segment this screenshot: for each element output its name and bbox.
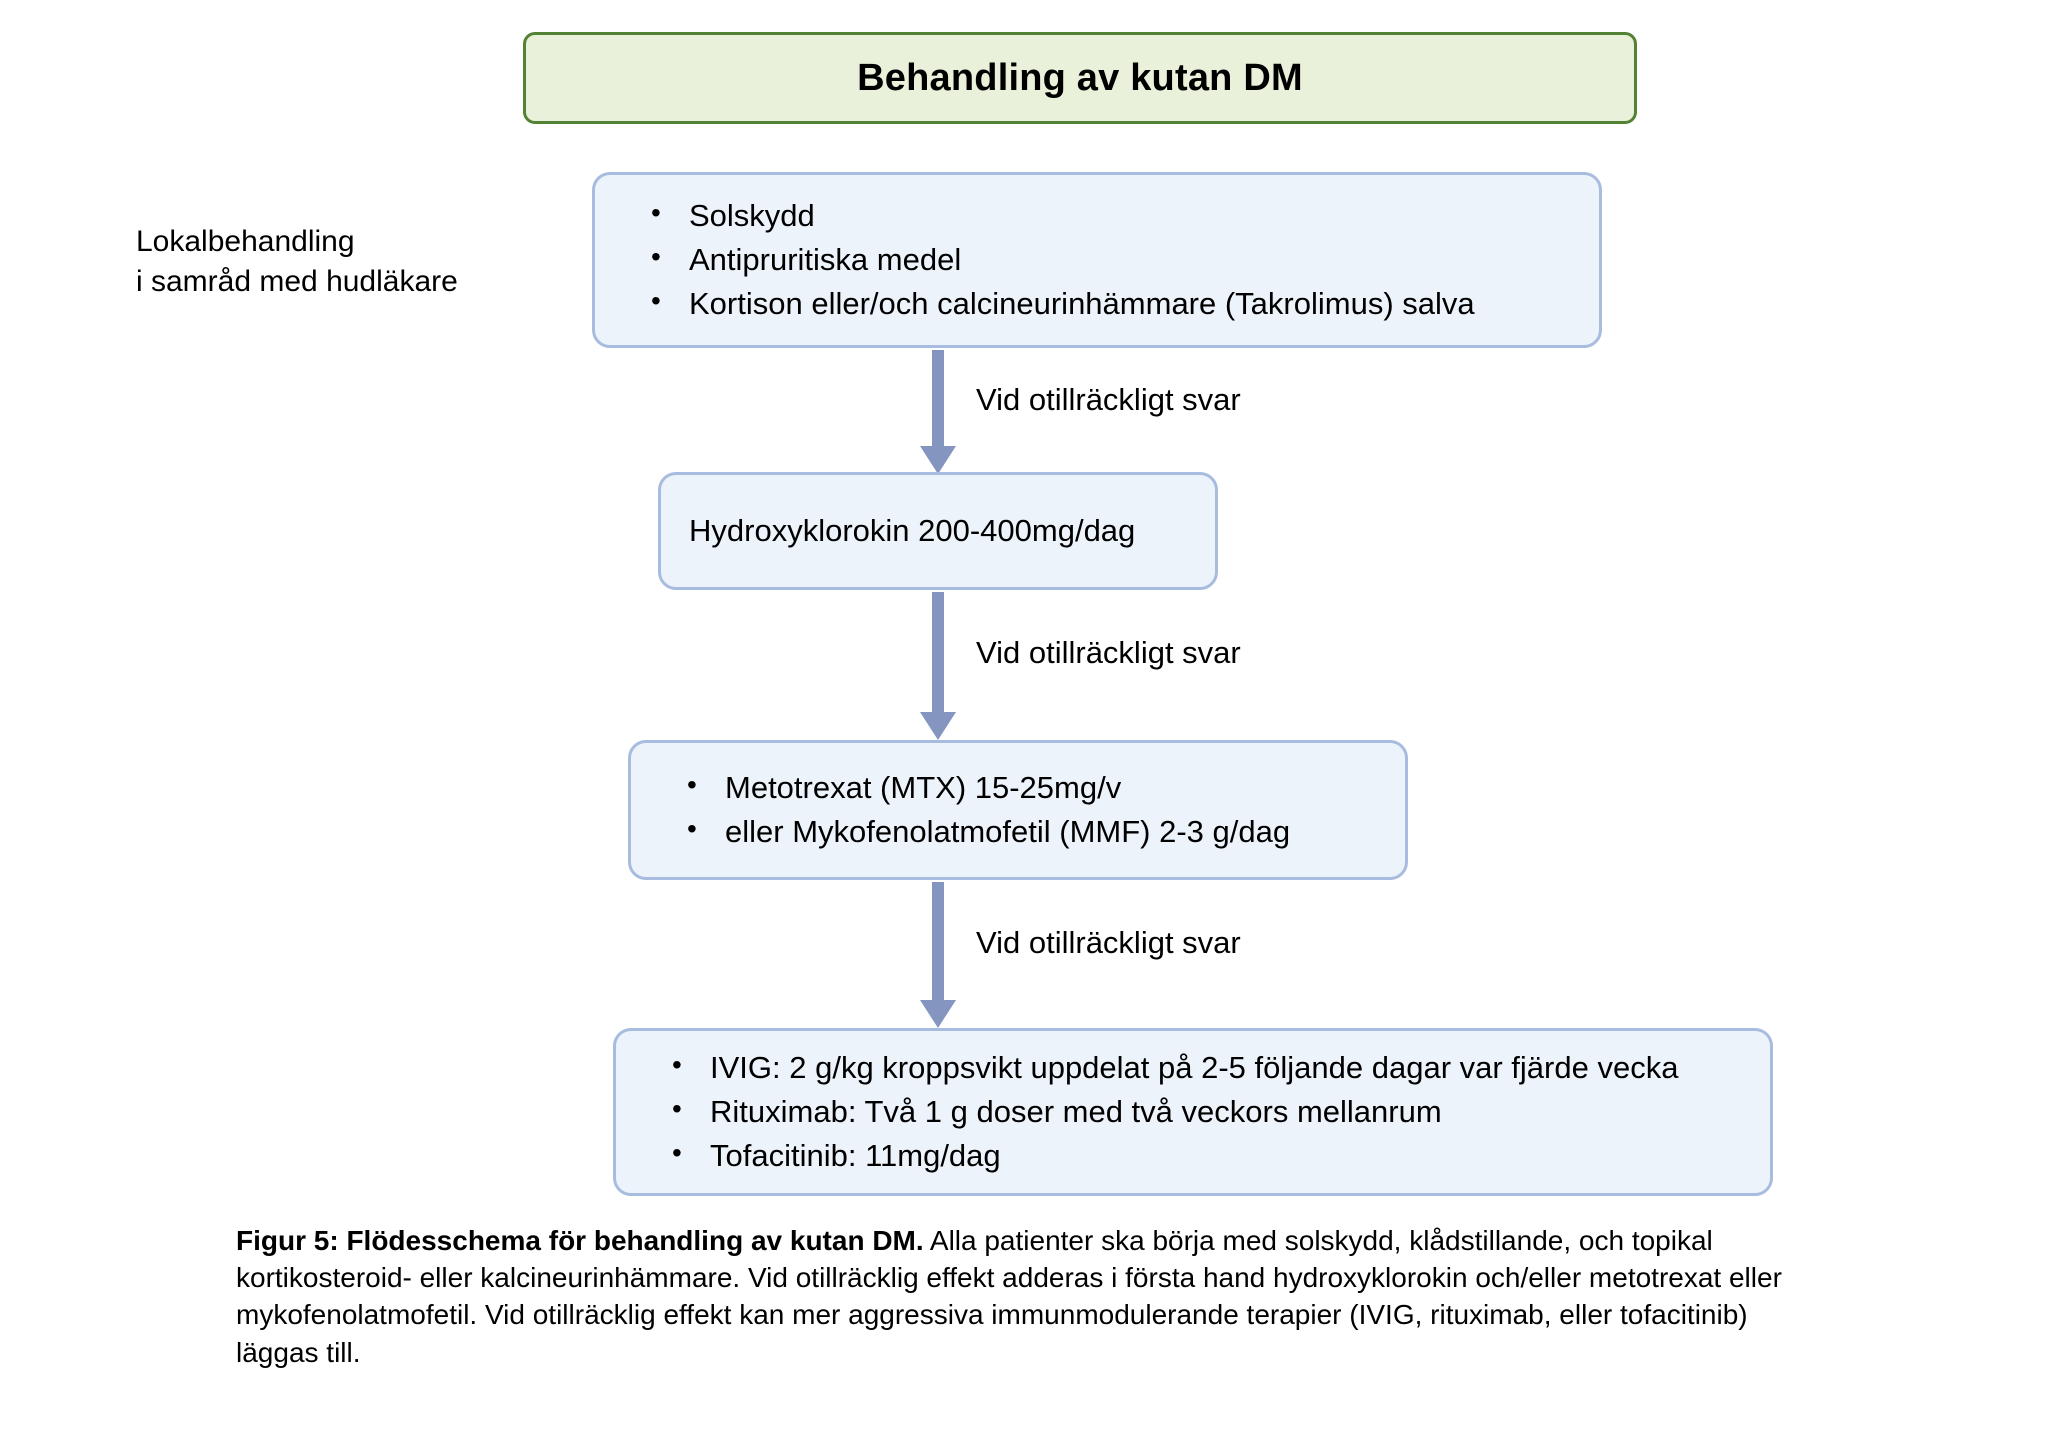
advanced-therapies-list: IVIG: 2 g/kg kroppsvikt uppdelat på 2-5 … <box>616 1045 1770 1178</box>
list-item: Antipruritiska medel <box>651 237 1599 282</box>
list-item: Tofacitinib: 11mg/dag <box>672 1133 1770 1178</box>
side-annotation-line-1: Lokalbehandling <box>136 225 355 258</box>
topical-list: Solskydd Antipruritiska medel Kortison e… <box>595 193 1599 326</box>
mtx-mmf-list: Metotrexat (MTX) 15-25mg/v eller Mykofen… <box>631 765 1405 854</box>
list-item: Solskydd <box>651 193 1599 238</box>
step-box-advanced-therapies: IVIG: 2 g/kg kroppsvikt uppdelat på 2-5 … <box>613 1028 1773 1196</box>
hydroxychloroquine-text: Hydroxyklorokin 200-400mg/dag <box>689 513 1136 548</box>
side-annotation-lokalbehandling: Lokalbehandling i samråd med hudläkare <box>136 222 556 301</box>
list-item: eller Mykofenolatmofetil (MMF) 2-3 g/dag <box>687 809 1405 854</box>
chart-title-box: Behandling av kutan DM <box>523 32 1637 124</box>
figure-caption: Figur 5: Flödesschema för behandling av … <box>236 1222 1836 1371</box>
page-title: Behandling av kutan DM <box>857 56 1303 99</box>
list-item: Rituximab: Två 1 g doser med två veckors… <box>672 1089 1770 1134</box>
transition-label-1: Vid otillräckligt svar <box>976 382 1241 417</box>
transition-label-3: Vid otillräckligt svar <box>976 925 1241 960</box>
step-box-topical: Solskydd Antipruritiska medel Kortison e… <box>592 172 1602 348</box>
step-box-hydroxychloroquine: Hydroxyklorokin 200-400mg/dag <box>658 472 1218 590</box>
step-box-mtx-mmf: Metotrexat (MTX) 15-25mg/v eller Mykofen… <box>628 740 1408 880</box>
arrow-down-icon <box>916 350 960 474</box>
list-item: Kortison eller/och calcineurinhämmare (T… <box>651 281 1599 326</box>
list-item: IVIG: 2 g/kg kroppsvikt uppdelat på 2-5 … <box>672 1045 1770 1090</box>
figure-caption-body: Alla patienter ska börja med solskydd, k… <box>236 1225 1782 1368</box>
transition-label-2: Vid otillräckligt svar <box>976 635 1241 670</box>
side-annotation-line-2: i samråd med hudläkare <box>136 264 458 298</box>
arrow-down-icon <box>916 882 960 1028</box>
arrow-down-icon <box>916 592 960 740</box>
figure-caption-lead: Figur 5: Flödesschema för behandling av … <box>236 1225 924 1256</box>
list-item: Metotrexat (MTX) 15-25mg/v <box>687 765 1405 810</box>
